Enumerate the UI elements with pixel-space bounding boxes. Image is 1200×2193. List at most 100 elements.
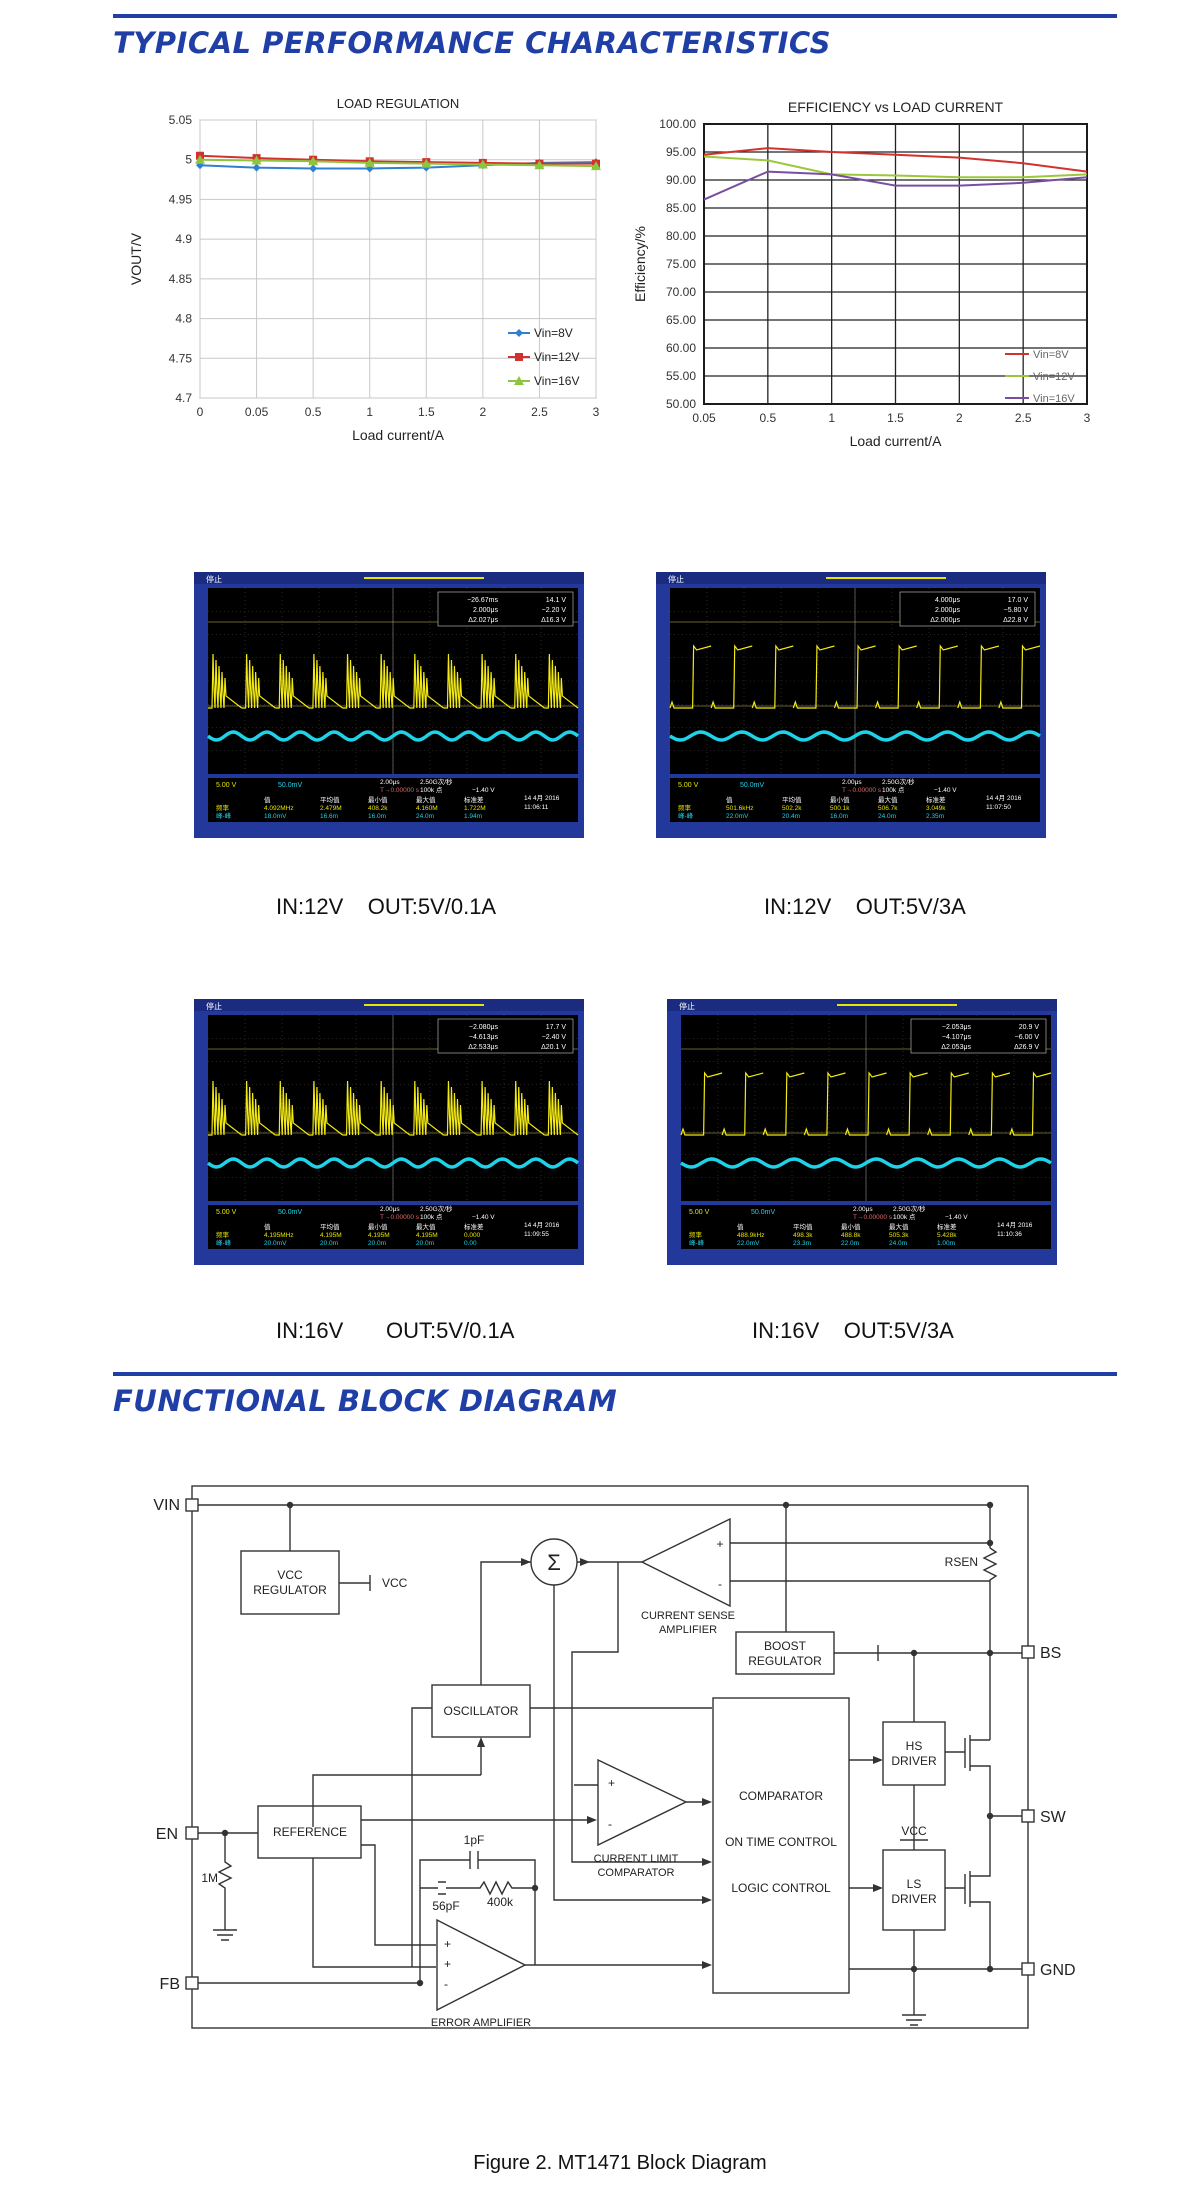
stats-header: 标准差 <box>464 1222 484 1231</box>
timebase: 2.00μs <box>853 1206 873 1213</box>
svg-text:AMPLIFIER: AMPLIFIER <box>659 1624 717 1636</box>
cursor-time: 2.000μs <box>935 607 961 614</box>
svg-text:ON TIME CONTROL: ON TIME CONTROL <box>725 1835 837 1849</box>
y-tick-label: 4.75 <box>169 351 193 365</box>
stats-value: 501.6kHz <box>726 805 753 812</box>
cursor-volt: 17.0 V <box>1008 597 1029 604</box>
scope-date: 14 4月 2016 <box>997 1221 1033 1229</box>
stats-header: 标准差 <box>926 795 946 804</box>
ch1-trace <box>208 1080 579 1136</box>
y-tick-label: 60.00 <box>666 341 696 355</box>
cursor-volt: 20.9 V <box>1019 1024 1040 1031</box>
svg-text:REGULATOR: REGULATOR <box>748 1654 822 1668</box>
scope-info-area <box>208 778 578 822</box>
stats-header: 最小值 <box>368 795 388 804</box>
stats-value: 5.428k <box>937 1232 957 1239</box>
stats-value: 23.3m <box>793 1240 811 1247</box>
stats-header: 最小值 <box>368 1222 388 1231</box>
scope-date: 14 4月 2016 <box>524 794 560 802</box>
cursor-time: −2.080μs <box>469 1024 499 1031</box>
timebase: 2.00μs <box>380 1206 400 1213</box>
ch2-scale: 50.0mV <box>751 1209 775 1216</box>
svg-text:+: + <box>716 1537 723 1551</box>
cursor-volt: −2.40 V <box>542 1034 567 1041</box>
stats-value: 24.0m <box>416 813 434 820</box>
x-tick-label: 1 <box>366 405 373 419</box>
cap-56pf-label: 56pF <box>432 1899 459 1913</box>
ch2-scale: 50.0mV <box>740 782 764 789</box>
scope-caption: IN:16V OUT:5V/0.1A <box>276 1318 515 1343</box>
data-point <box>364 157 375 167</box>
ch2-trace <box>680 1157 1052 1169</box>
rsen-label: RSEN <box>945 1555 978 1569</box>
svg-text:+: + <box>608 1776 615 1790</box>
scope-info-area <box>670 778 1040 822</box>
legend-marker <box>515 329 523 337</box>
scope-time: 11:06:11 <box>524 804 549 811</box>
pin-vin: VIN <box>153 1497 199 1514</box>
stats-value: 498.3k <box>793 1232 813 1239</box>
svg-text:-: - <box>718 1577 722 1591</box>
legend-label: Vin=8V <box>1033 349 1069 361</box>
scope-caption: IN:12V OUT:5V/3A <box>764 894 966 919</box>
y-tick-label: 4.7 <box>175 391 192 405</box>
svg-text:BS: BS <box>1040 1645 1061 1662</box>
stats-header: 值 <box>264 1222 271 1231</box>
scope-status: 停止 <box>206 1001 222 1011</box>
error-amplifier <box>436 1918 527 2012</box>
series-line <box>199 154 596 165</box>
trigger-position: T→0.00000 s <box>842 787 882 794</box>
ch2-scale: 50.0mV <box>278 782 302 789</box>
stats-value: 488.8k <box>841 1232 861 1239</box>
figure-caption: Figure 2. MT1471 Block Diagram <box>473 2152 767 2174</box>
cursor-readout <box>910 1018 1047 1054</box>
stats-value: 22.0m <box>841 1240 859 1247</box>
cursor-time: Δ2.027μs <box>468 617 498 624</box>
trigger-level: −1.40 V <box>472 787 495 794</box>
svg-text:Σ: Σ <box>547 1550 561 1575</box>
stats-header: 最小值 <box>830 795 850 804</box>
data-point <box>309 164 318 173</box>
scope-caption: IN:12V OUT:5V/0.1A <box>276 894 497 919</box>
cursor-volt: 17.7 V <box>546 1024 567 1031</box>
data-point <box>534 160 545 170</box>
svg-text:GND: GND <box>1040 1962 1076 1979</box>
stats-header: 平均值 <box>793 1222 813 1231</box>
scope-date: 14 4月 2016 <box>986 794 1022 802</box>
svg-text:+: + <box>444 1957 451 1971</box>
svg-text:-: - <box>444 1977 448 1991</box>
r-400k-label: 400k <box>487 1895 514 1909</box>
timebase: 2.00μs <box>842 779 862 786</box>
stats-label: 频率 <box>689 1230 703 1239</box>
trigger-level: −1.40 V <box>934 787 957 794</box>
pin-gnd: GND <box>1021 1962 1076 1979</box>
chip-outline <box>191 1485 1029 2029</box>
logic-control-block <box>712 1697 850 1994</box>
y-axis-label: VOUT/V <box>128 232 144 285</box>
stats-header: 最大值 <box>889 1222 909 1231</box>
svg-text:LOGIC CONTROL: LOGIC CONTROL <box>731 1881 831 1895</box>
stats-header: 值 <box>737 1222 744 1231</box>
trigger-level: −1.40 V <box>945 1214 968 1221</box>
stats-value: 20.4m <box>782 813 800 820</box>
pin-en: EN <box>156 1826 199 1843</box>
stats-label: 频率 <box>216 803 230 812</box>
stats-header: 平均值 <box>320 795 340 804</box>
scope-date: 14 4月 2016 <box>524 1221 560 1229</box>
y-tick-label: 75.00 <box>666 257 696 271</box>
cursor-time: 4.000μs <box>935 597 961 604</box>
hs-mosfet <box>945 1735 991 1816</box>
stats-value: 22.0mV <box>726 813 749 820</box>
sample-rate: 2.50G次/秒 <box>882 777 915 786</box>
stats-value: 20.0mV <box>264 1240 287 1247</box>
chart-title: EFFICIENCY vs LOAD CURRENT <box>788 99 1004 115</box>
scope-info-area <box>681 1205 1051 1249</box>
x-tick-label: 0.05 <box>245 405 269 419</box>
r-1m-label: 1M <box>201 1871 218 1885</box>
cursor-volt: −6.00 V <box>1015 1034 1040 1041</box>
x-tick-label: 2 <box>480 405 487 419</box>
stats-label: 峰-峰 <box>689 1238 705 1247</box>
